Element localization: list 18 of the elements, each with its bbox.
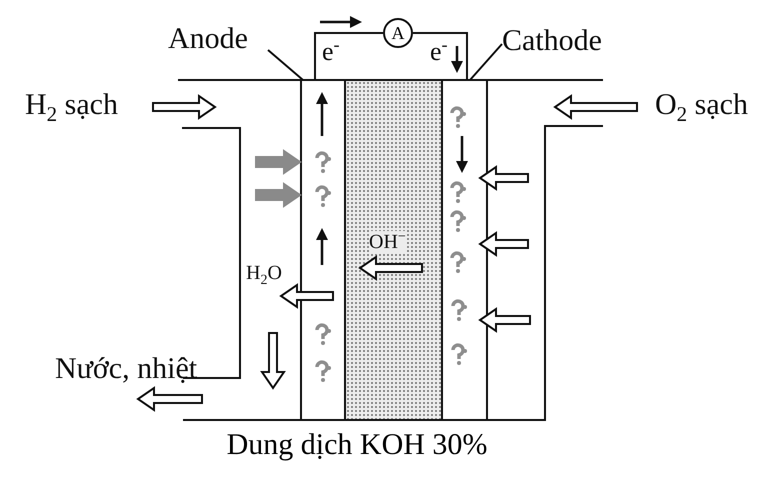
ion-label: OH$^{−}$ (369, 231, 406, 253)
electrode-plate (300, 79, 346, 421)
product-label: H$_{2}$O (246, 262, 282, 284)
electrolyte-membrane (346, 79, 441, 421)
electrode-plate (441, 79, 488, 421)
electron-label: e$^{-}$ (430, 38, 448, 67)
electrode-label: Cathode (502, 24, 602, 57)
ammeter-symbol: A (383, 18, 413, 48)
caption: Dung dịch KOH 30% (226, 428, 488, 461)
electron-label: e$^{-}$ (322, 38, 340, 67)
wire (413, 32, 468, 80)
flow-label: Nước, nhiệt (55, 352, 198, 385)
wire (314, 32, 383, 80)
leader-line (267, 49, 304, 81)
leader-line (469, 43, 503, 81)
flow-label: O$_{2}$ sạch (655, 88, 748, 121)
flow-label: H$_{2}$ sạch (25, 88, 118, 121)
electrode-label: Anode (168, 22, 248, 55)
